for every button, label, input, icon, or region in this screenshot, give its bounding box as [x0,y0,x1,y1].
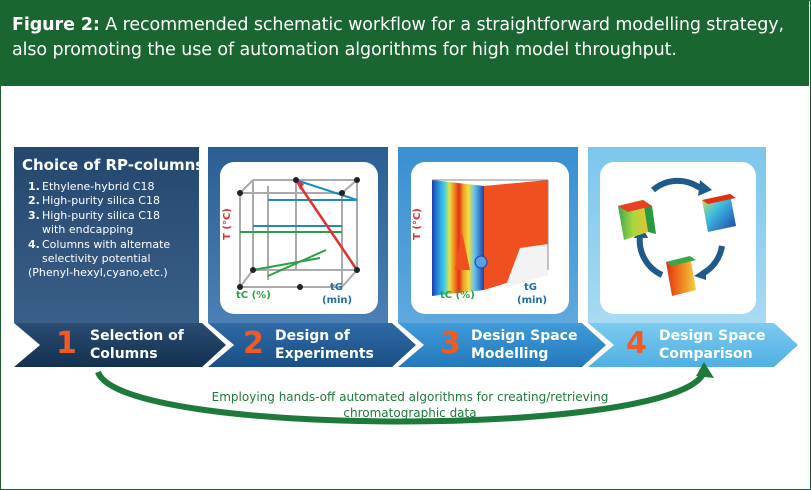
ds-axis-tc: tC (%) [440,290,475,301]
step-label-line: Selection of [90,328,184,344]
step-label-line: Design of [275,328,350,344]
automation-arc [95,370,707,425]
item-text: Ethylene-hybrid C18 [42,180,155,193]
step-label-line: Design Space [659,328,766,344]
step-label-1: Selection of Columns [90,327,184,363]
step-number-3: 3 [440,326,461,361]
item-continuation: with endcapping [42,223,134,237]
doe-axis-tg: tG [330,282,343,293]
list-item: 1.Ethylene-hybrid C18 [28,180,208,194]
columns-list: 1.Ethylene-hybrid C18 2.High-purity sili… [28,180,208,281]
doe-axis-tg-unit: (min) [322,295,352,306]
ds-axis-tg: tG [524,282,537,293]
item-number: 2. [28,194,40,208]
doe-axis-tc: tC (%) [236,290,271,301]
figure-label: Figure 2: [12,15,100,35]
item-text: Columns with alternate [42,237,171,251]
design-space-surface-icon [432,179,549,296]
figure-caption-text: A recommended schematic workflow for a s… [12,15,784,60]
step-label-line: Experiments [275,346,374,362]
item-extra: (Phenyl-hexyl,cyano,etc.) [28,266,168,280]
step-arrow-2 [208,323,416,367]
list-item: 4.Columns with alternate [28,238,208,252]
item-number: 1. [28,180,40,193]
step-number-2: 2 [243,326,264,361]
item-text: High-purity silica C18 [42,208,160,222]
ds-axis-tg-unit: (min) [517,295,547,306]
step-label-line: Design Space [471,328,578,344]
item-number: 3. [28,208,40,222]
ds-axis-t: T (°C) [412,208,423,240]
step-arrow-3 [398,323,606,367]
list-item: 3.High-purity silica C18 [28,209,208,223]
step-number-1: 1 [56,326,77,361]
doe-axis-t: T (°C) [222,208,233,240]
step-label-line: Columns [90,346,158,362]
columns-title: Choice of RP-columns [22,156,205,174]
step-arrow-1 [14,323,226,367]
panel-columns [14,147,199,323]
automation-caption-line: chromatographic data [343,406,477,420]
item-continuation: selectivity potential [42,252,151,266]
list-item: 2.High-purity silica C18 [28,194,208,208]
comparison-cycle-icon [618,177,736,296]
figure-header: Figure 2: A recommended schematic workfl… [0,0,809,86]
item-text: High-purity silica C18 [42,194,160,208]
step-number-4: 4 [626,326,647,361]
step-arrow-4 [588,323,798,367]
step-label-2: Design of Experiments [275,327,374,363]
figure-caption: Figure 2: A recommended schematic workfl… [12,13,802,63]
automation-caption: Employing hands-off automated algorithms… [160,389,660,421]
arc-arrowhead-icon [696,362,714,378]
item-number: 4. [28,237,40,251]
step-label-line: Comparison [659,346,753,362]
doe-cube-icon [237,177,360,290]
automation-caption-line: Employing hands-off automated algorithms… [211,390,609,404]
step-label-line: Modelling [471,346,549,362]
